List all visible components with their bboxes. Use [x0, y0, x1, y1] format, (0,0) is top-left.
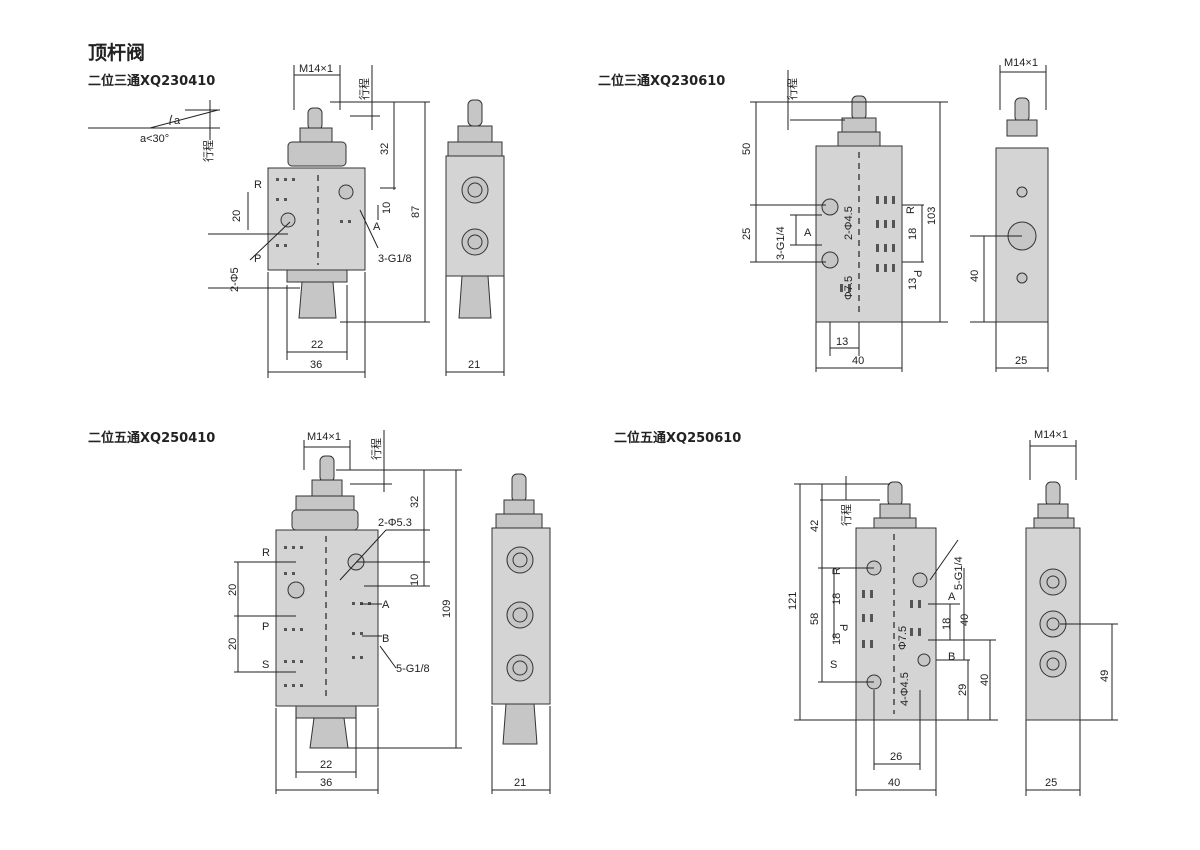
stroke-label-c: 行程 [370, 438, 383, 460]
section-label-xq250610: 二位五通XQ250610 [614, 431, 742, 446]
port-r-c: R [262, 547, 270, 559]
port-label-c: 5-G1/8 [396, 663, 430, 675]
dim-21-c: 21 [514, 777, 526, 789]
port-label-b: 3-G1/4 [775, 226, 787, 260]
port-s-d: S [830, 659, 837, 671]
dim-49: 49 [1099, 670, 1111, 682]
port-b-c: B [382, 633, 389, 645]
angle-note: a<30° [140, 133, 169, 145]
port-p-b: P [911, 270, 923, 277]
thread-label-b: M14×1 [1004, 57, 1038, 69]
drawing-xq230410-side: 21 [445, 99, 505, 376]
dim-40-d-w: 40 [888, 777, 900, 789]
dim-25-d: 25 [1045, 777, 1057, 789]
page-title: 顶杆阀 [88, 42, 146, 64]
dim-10-c: 10 [409, 574, 421, 586]
dim-13-b: 13 [907, 278, 919, 290]
dim-58: 58 [809, 613, 821, 625]
port-label: 3-G1/8 [378, 253, 412, 265]
dim-32-c: 32 [409, 496, 421, 508]
dim-18-d-a: 18 [831, 593, 843, 605]
dim-18-d-c: 18 [941, 618, 953, 630]
dim-21: 21 [468, 359, 480, 371]
drawing-xq230610-side: M14×1 40 25 [969, 57, 1049, 372]
dim-36-c: 36 [320, 777, 332, 789]
dim-13-bottom: 13 [836, 336, 848, 348]
stroke-label-2: 行程 [358, 78, 371, 100]
port-r-b: R [905, 206, 917, 214]
dim-26: 26 [890, 751, 902, 763]
thread-label-d: M14×1 [1034, 429, 1068, 441]
port-p: P [254, 253, 261, 265]
thread-label-c: M14×1 [307, 431, 341, 443]
hole-label-b: 2-Φ4.5 [843, 206, 855, 240]
thread-label: M14×1 [299, 63, 333, 75]
port-r: R [254, 179, 262, 191]
section-label-xq250410: 二位五通XQ250410 [88, 431, 216, 446]
stroke-label-b: 行程 [786, 78, 799, 100]
port-b-d: B [948, 651, 955, 663]
drawing-xq250410-side: 21 [491, 473, 551, 794]
drawing-xq250610-front: 行程 121 42 58 18 18 R P S 5-G1/4 A B 18 4… [787, 476, 998, 796]
dim-18-b: 18 [907, 228, 919, 240]
dia-label-d: Φ7.5 [897, 626, 909, 650]
port-a-b: A [804, 227, 812, 239]
dim-36: 36 [310, 359, 322, 371]
port-label-d: 5-G1/4 [953, 556, 965, 590]
dim-20-c-b: 20 [227, 638, 239, 650]
dim-50: 50 [741, 143, 753, 155]
dim-22-c: 22 [320, 759, 332, 771]
section-label-xq230410: 二位三通XQ230410 [88, 74, 216, 89]
dim-32: 32 [379, 143, 391, 155]
port-r-d: R [831, 567, 843, 575]
dim-20-c-a: 20 [227, 584, 239, 596]
angle-label: a [174, 115, 181, 127]
dim-40-side: 40 [969, 270, 981, 282]
hole-label-c: 2-Φ5.3 [378, 517, 412, 529]
dim-22: 22 [311, 339, 323, 351]
drawing-xq250410-front: M14×1 行程 32 10 2-Φ5.3 [227, 430, 462, 794]
dim-42: 42 [809, 520, 821, 532]
dim-10: 10 [381, 202, 393, 214]
dim-18-d-b: 18 [831, 633, 843, 645]
section-label-xq230610: 二位三通XQ230610 [598, 74, 726, 89]
port-s-c: S [262, 659, 269, 671]
dim-109: 109 [441, 600, 453, 618]
port-a-c: A [382, 599, 390, 611]
port-p-c: P [262, 621, 269, 633]
port-a-d: A [948, 591, 956, 603]
port-a: A [373, 221, 381, 233]
dim-25: 25 [741, 228, 753, 240]
dim-103: 103 [926, 207, 938, 225]
hole-label-d: 4-Φ4.5 [899, 672, 911, 706]
dim-121: 121 [787, 592, 799, 610]
dim-87: 87 [410, 206, 422, 218]
dim-25-side: 25 [1015, 355, 1027, 367]
dia-label-b: Φ7.5 [843, 276, 855, 300]
dim-29: 29 [957, 684, 969, 696]
stroke-label-d: 行程 [840, 504, 853, 526]
drawing-xq230610-front: 行程 50 25 3-G1/4 A 2-Φ4.5 Φ7.5 R P 18 13 … [741, 70, 948, 372]
port-p-d: P [837, 624, 849, 631]
hole-label: 2-Φ5 [229, 267, 241, 292]
dim-40-d-a: 40 [959, 614, 971, 626]
drawing-xq250610-side: M14×1 49 25 [1025, 429, 1118, 796]
dim-40-d-b: 40 [979, 674, 991, 686]
drawing-xq230410-front: a a<30° 行程 M14×1 行程 32 [88, 63, 430, 378]
stroke-label: 行程 [202, 140, 215, 162]
dim-20: 20 [231, 210, 243, 222]
dim-40-b: 40 [852, 355, 864, 367]
